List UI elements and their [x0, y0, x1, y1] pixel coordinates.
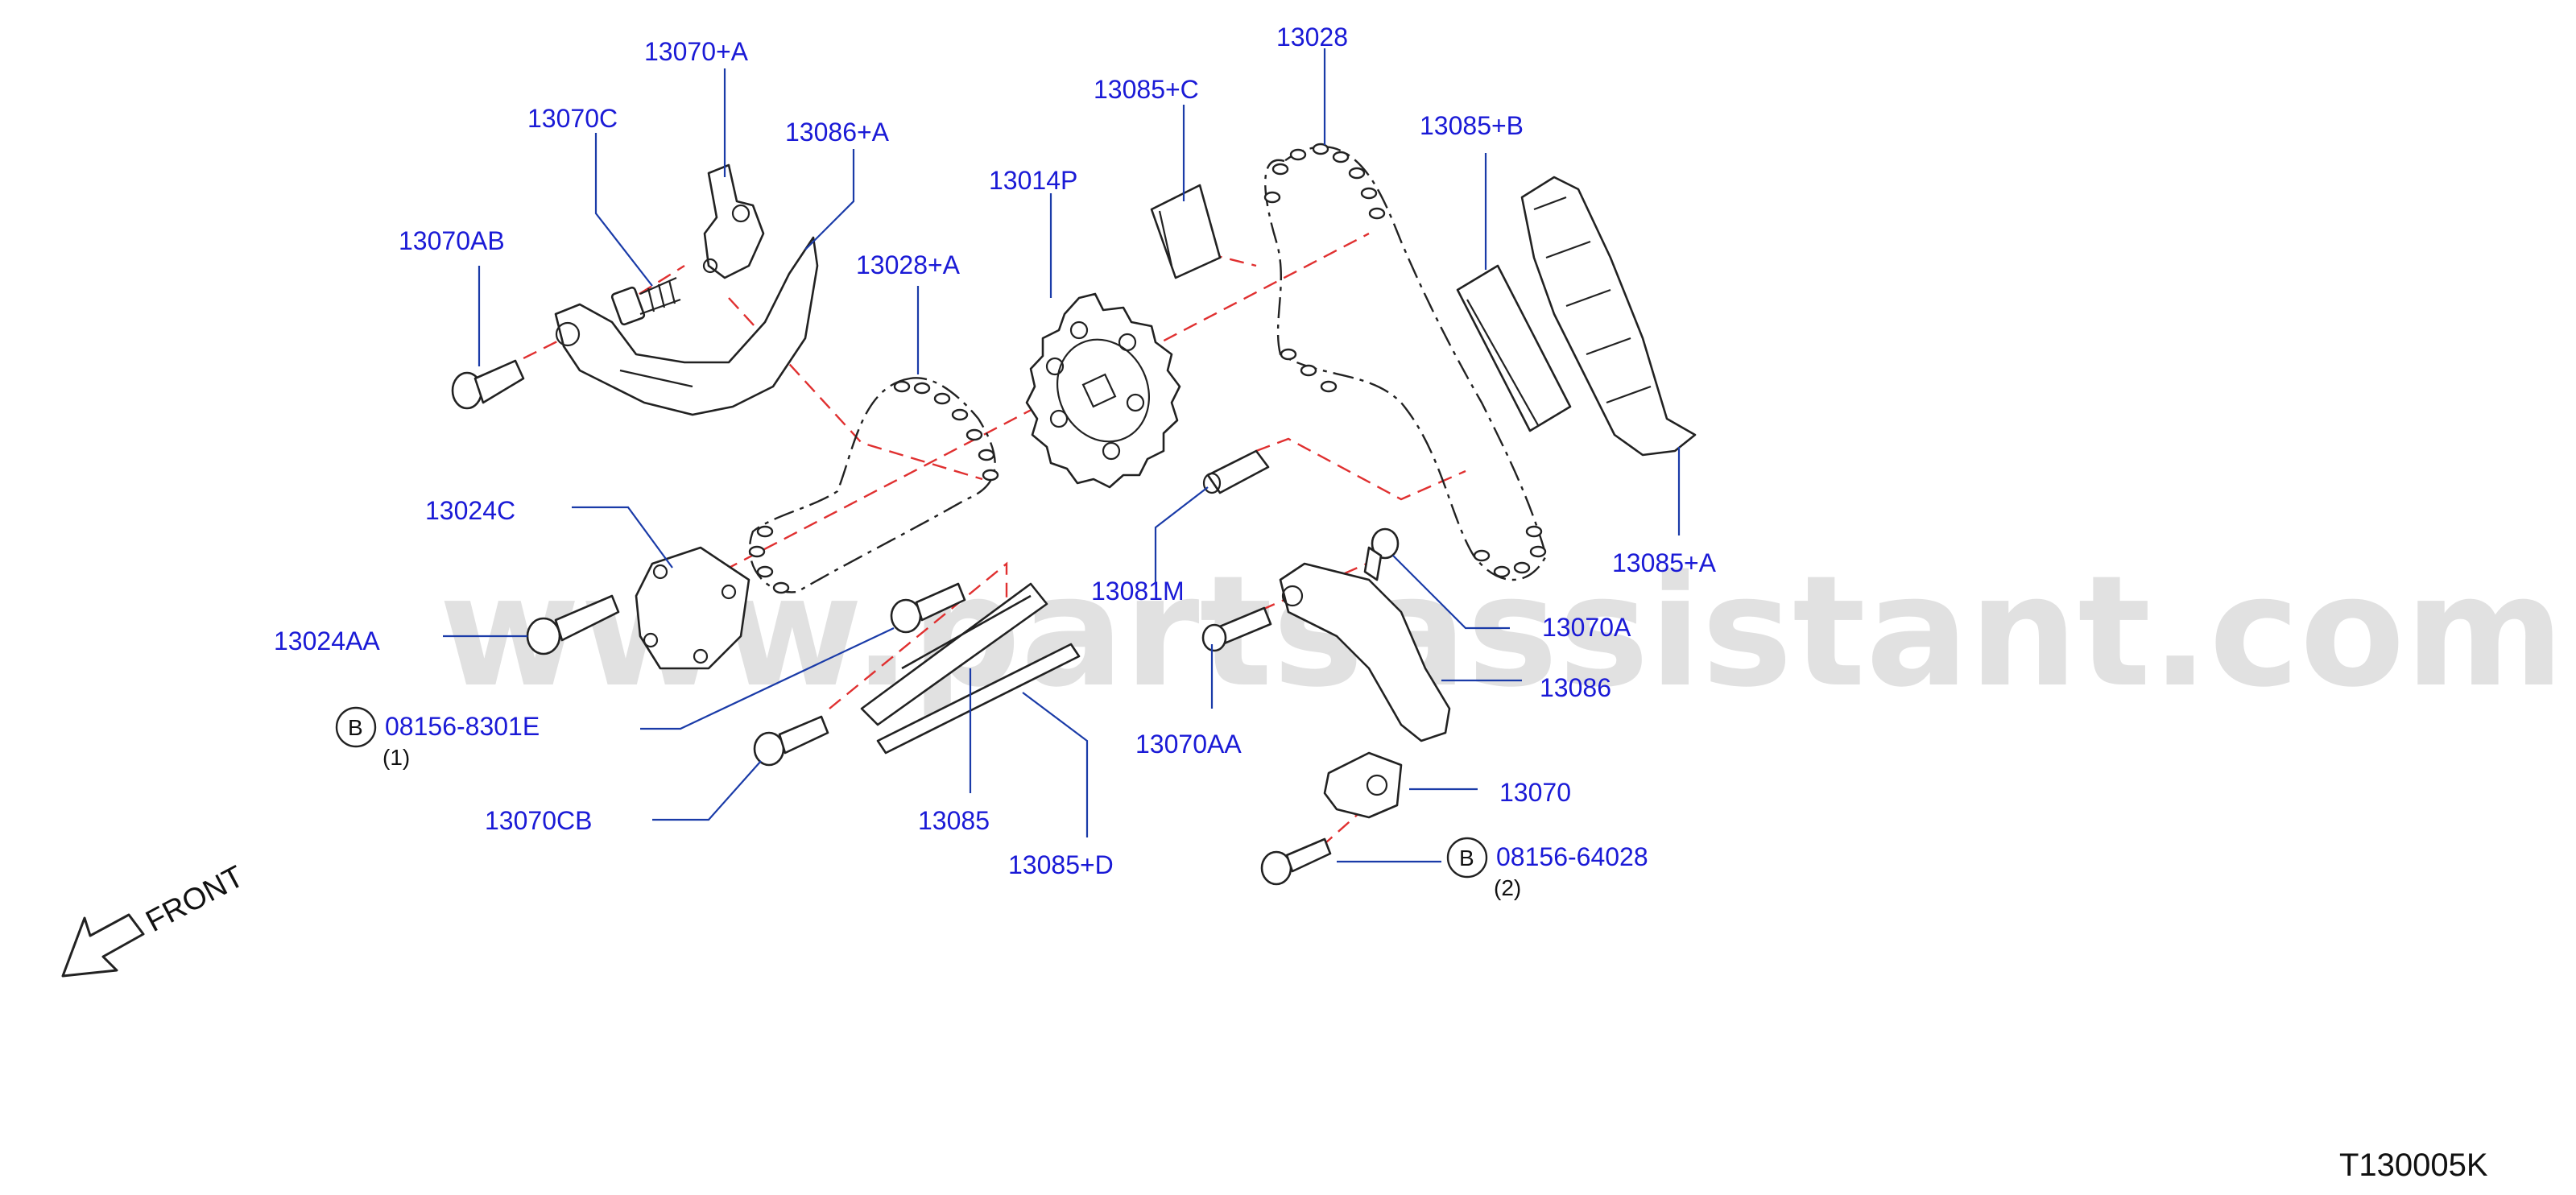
label-13070a: 13070A	[1542, 613, 1631, 642]
label-13024aa: 13024AA	[274, 626, 380, 655]
label-13085: 13085	[918, 806, 990, 835]
tensioner-arm-13086-part	[1279, 562, 1451, 742]
bolt-marker-b: B	[348, 715, 363, 740]
cover-plate-13024c-part	[635, 546, 750, 670]
upper-chain-tensioner-part	[702, 163, 765, 279]
bolt-08156-8301e-part	[890, 582, 966, 634]
bolt-13070aa-part	[1201, 606, 1272, 652]
label-13070c: 13070C	[527, 104, 618, 133]
label-qty-2: (2)	[1494, 875, 1521, 900]
label-13085-a: 13085+A	[1612, 548, 1717, 577]
bolt-13024aa-part	[526, 594, 620, 655]
label-13070aa: 13070AA	[1135, 730, 1242, 759]
bolt-callout-08156-64028: B 08156-64028 (2)	[1446, 837, 1648, 900]
label-13085-b: 13085+B	[1420, 111, 1524, 140]
label-13070-a: 13070+A	[644, 37, 749, 66]
label-13070ab: 13070AB	[399, 226, 505, 255]
bolt-08156-64028-part	[1260, 837, 1332, 886]
label-13070: 13070	[1499, 778, 1571, 807]
pin-13070ab-part	[451, 359, 525, 410]
upper-tensioner-arm-part	[554, 236, 819, 416]
tensioner-13070-part	[1323, 751, 1403, 819]
pin-13081m-part	[1202, 449, 1270, 494]
label-08156-64028: 08156-64028	[1496, 842, 1648, 871]
bolt-13070c-part	[610, 276, 681, 326]
front-arrow-icon	[61, 913, 145, 978]
label-13086-a: 13086+A	[785, 118, 890, 147]
label-13085-c: 13085+C	[1094, 75, 1199, 104]
label-13070cb: 13070CB	[485, 806, 592, 835]
chain-13028-part	[1263, 143, 1548, 581]
guide-13085-d-part	[876, 643, 1081, 755]
label-13086: 13086	[1540, 673, 1611, 702]
bolt-callout-08156-8301e: B 08156-8301E (1)	[335, 706, 540, 770]
guide-13085-c-part	[1150, 184, 1222, 279]
label-13028-a: 13028+A	[856, 250, 961, 279]
guide-13085-part	[860, 582, 1048, 726]
diagram-code: T130005K	[2339, 1147, 2488, 1183]
label-13028: 13028	[1276, 23, 1348, 52]
bolt-marker-b-2: B	[1459, 846, 1474, 870]
label-qty-1: (1)	[382, 745, 410, 770]
sprocket-13014p-part	[1025, 292, 1181, 489]
label-13085-d: 13085+D	[1008, 850, 1114, 879]
chain-13028-a-part	[748, 377, 999, 594]
bolt-13070cb-part	[753, 715, 829, 767]
label-13014p: 13014P	[989, 166, 1077, 195]
label-08156-8301e: 08156-8301E	[385, 712, 540, 741]
guide-13085-a-part	[1520, 176, 1697, 457]
label-13081m: 13081M	[1091, 577, 1185, 606]
bolt-13070a-part	[1363, 527, 1400, 581]
leader-lines	[443, 48, 1681, 863]
front-label: FRONT	[141, 859, 250, 939]
label-13024c: 13024C	[425, 496, 515, 525]
guide-13085-b-part	[1456, 264, 1572, 432]
